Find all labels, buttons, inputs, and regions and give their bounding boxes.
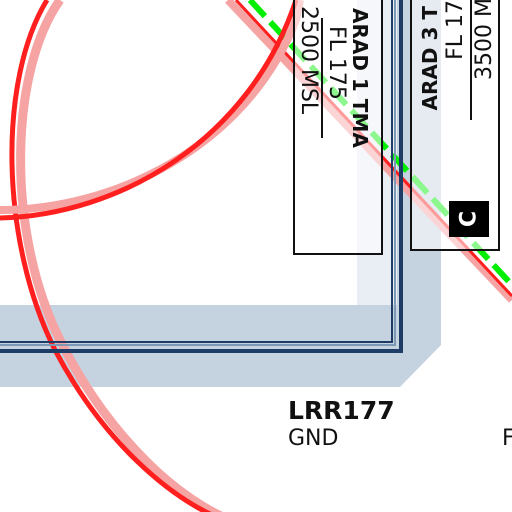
restricted-circle-large — [9, 0, 212, 512]
arad1-lower-limit: 2500 MSL — [296, 6, 321, 115]
airspace-class-badge: C — [449, 201, 489, 237]
arad3-name: ARAD 3 T — [418, 6, 442, 111]
lrr177-lower-limit: GND — [288, 426, 339, 451]
tma-boundary-inner — [0, 0, 396, 346]
restricted-circle-upper — [0, 0, 299, 221]
arad3-lower-limit: 3500 M — [472, 0, 497, 80]
arad3-label-box[interactable]: ARAD 3 T FL 17 3500 M C — [410, 0, 500, 251]
arad3-upper-limit: FL 17 — [443, 0, 468, 60]
tma-boundary-edge — [0, 0, 393, 343]
arad3-limit-divider — [470, 0, 472, 120]
arad1-label-box[interactable]: ARAD 1 TMA FL 175 2500 MSL — [293, 0, 383, 255]
restricted-circle-halo-large — [16, 0, 223, 512]
arad1-upper-limit: FL 175 — [324, 26, 349, 100]
tma-boundary-outer — [0, 0, 403, 353]
lrr177-name[interactable]: LRR177 — [288, 396, 395, 425]
arad1-name: ARAD 1 TMA — [348, 8, 372, 148]
adjacent-area-label-fragment: F — [502, 426, 512, 451]
arad1-limit-divider — [321, 18, 323, 138]
